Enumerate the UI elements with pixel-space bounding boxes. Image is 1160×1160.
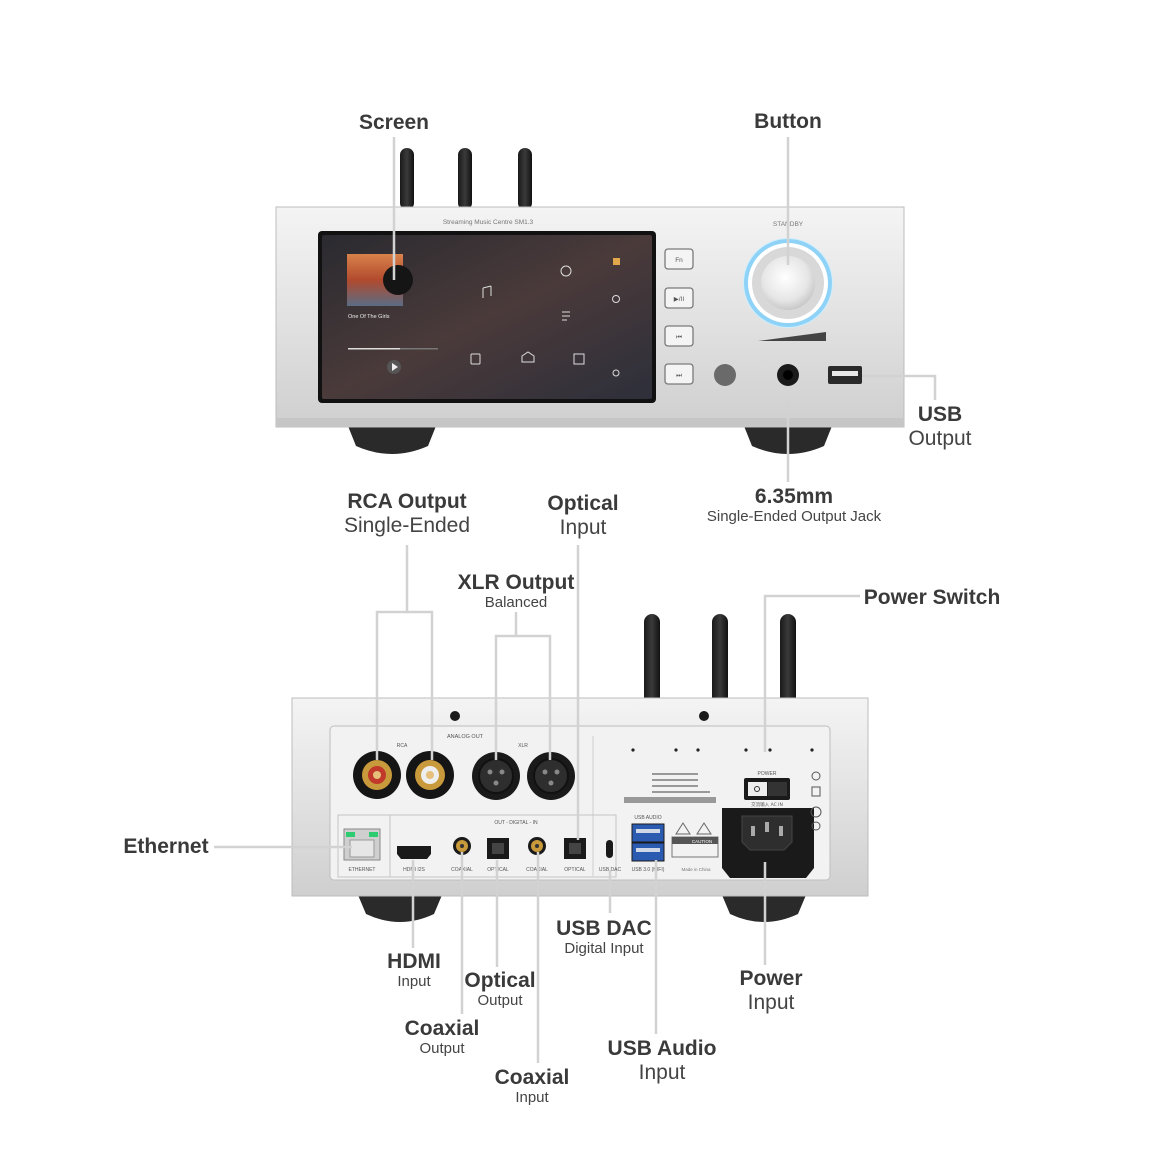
label-coaxial-input-sub: Input <box>515 1088 549 1106</box>
certification-marks <box>810 771 822 831</box>
rear-info-text-lines <box>624 773 716 803</box>
ir-sensor <box>714 364 736 386</box>
power-switch[interactable] <box>744 778 790 800</box>
label-coaxial-output-sub: Output <box>419 1039 465 1057</box>
volume-knob[interactable] <box>743 238 833 328</box>
label-button: Button <box>728 110 848 134</box>
menu-btn-fn: Fn <box>675 257 683 264</box>
rear-digital-text: OUT - DIGITAL - IN <box>494 820 538 826</box>
label-screen-title: Screen <box>358 111 430 134</box>
front-foot-left <box>348 426 436 454</box>
label-hdmi: HDMI Input <box>364 950 464 990</box>
label-xlr-output-title: XLR Output <box>457 571 575 594</box>
usb-dac-port[interactable] <box>606 840 613 858</box>
label-optical-output-title: Optical <box>464 969 536 992</box>
label-coaxial-output-title: Coaxial <box>404 1017 480 1040</box>
rear-usb-audio-text: USB AUDIO <box>634 815 661 821</box>
label-usb-dac-title: USB DAC <box>556 917 652 940</box>
label-optical-output-sub: Output <box>477 991 523 1009</box>
rear-xlr-text: XLR <box>518 743 528 749</box>
hdmi-port[interactable] <box>397 846 431 859</box>
label-button-title: Button <box>754 110 822 133</box>
usb-audio-ports[interactable] <box>631 823 665 862</box>
rear-coaxial-in-text: COAXIAL <box>526 867 548 873</box>
label-usb-output-sub: Output <box>908 426 972 450</box>
ethernet-port[interactable] <box>343 828 381 861</box>
front-model-text: Streaming Music Centre SM1.3 <box>443 219 534 226</box>
label-usb-audio-sub: Input <box>638 1060 686 1084</box>
label-power-switch-title: Power Switch <box>863 586 1001 609</box>
rear-ethernet-text: ETHERNET <box>349 867 376 873</box>
screen-track-title: One Of The Girls <box>348 314 390 320</box>
rear-usb-dac-text: USB DAC <box>599 867 622 873</box>
label-coaxial-output: Coaxial Output <box>387 1017 497 1057</box>
label-power-input: Power Input <box>721 967 821 1014</box>
power-inlet[interactable] <box>722 808 814 878</box>
label-rca-output-title: RCA Output <box>347 490 467 513</box>
rear-ac-in-text: 交流输入 AC IN <box>751 801 783 808</box>
rear-made-in-text: Made in China <box>681 867 711 872</box>
rca-jacks[interactable] <box>353 751 454 799</box>
rear-foot-right <box>722 895 806 922</box>
label-usb-audio-title: USB Audio <box>607 1037 717 1060</box>
label-usb-output: USB Output <box>890 403 990 450</box>
label-xlr-output: XLR Output Balanced <box>436 571 596 611</box>
label-xlr-output-sub: Balanced <box>484 593 548 611</box>
rear-coaxial-out-text: COAXIAL <box>451 867 473 873</box>
menu-btn-play: ▶/II <box>674 296 685 303</box>
rear-rca-text: RCA <box>397 743 408 749</box>
front-antennas <box>400 148 532 210</box>
label-rca-output: RCA Output Single-Ended <box>317 490 497 537</box>
label-jack-title: 6.35mm <box>754 485 834 508</box>
rear-power-text: POWER <box>758 771 777 777</box>
label-coaxial-input-title: Coaxial <box>494 1066 570 1089</box>
coaxial-input-port[interactable] <box>528 837 546 855</box>
label-optical-output: Optical Output <box>450 969 550 1009</box>
label-rca-output-sub: Single-Ended <box>343 513 471 537</box>
label-power-input-sub: Input <box>747 990 795 1014</box>
front-screen: One Of The Girls <box>318 231 656 403</box>
label-jack-sub: Single-Ended Output Jack <box>706 507 882 525</box>
menu-btn-prev: ⏮ <box>676 333 682 341</box>
label-usb-audio: USB Audio Input <box>592 1037 732 1084</box>
front-menu-buttons[interactable]: Fn ▶/II ⏮ ⏭ <box>664 248 694 385</box>
rear-usb-audio-bottom-text: USB 3.0 (HIFI) <box>632 867 665 873</box>
xlr-jacks[interactable] <box>472 752 575 800</box>
label-usb-dac: USB DAC Digital Input <box>534 917 674 957</box>
label-hdmi-title: HDMI <box>387 950 441 973</box>
rear-foot-left <box>358 895 442 922</box>
label-hdmi-sub: Input <box>397 972 431 990</box>
rear-optical-in-text: OPTICAL <box>564 867 586 873</box>
label-usb-output-title: USB <box>917 403 963 426</box>
rear-optical-out-text: OPTICAL <box>487 867 509 873</box>
label-jack: 6.35mm Single-Ended Output Jack <box>684 485 904 525</box>
rear-hdmi-text: HDMI I2S <box>403 867 425 873</box>
coaxial-output-port[interactable] <box>453 837 471 855</box>
rear-caution-text: CAUTION <box>692 839 712 844</box>
label-coaxial-input: Coaxial Input <box>477 1066 587 1106</box>
label-optical-input-top-sub: Input <box>559 515 607 539</box>
label-screen: Screen <box>334 111 454 135</box>
caution-label <box>671 822 719 858</box>
label-usb-dac-sub: Digital Input <box>564 939 644 957</box>
label-optical-input-top-title: Optical <box>547 492 619 515</box>
label-power-switch: Power Switch <box>862 586 1002 610</box>
label-ethernet: Ethernet <box>116 835 216 859</box>
label-ethernet-title: Ethernet <box>123 835 209 858</box>
menu-btn-next: ⏭ <box>676 371 682 379</box>
label-power-input-title: Power <box>739 967 803 990</box>
rear-analog-out-text: ANALOG OUT <box>447 734 484 740</box>
label-optical-input-top: Optical Input <box>523 492 643 539</box>
